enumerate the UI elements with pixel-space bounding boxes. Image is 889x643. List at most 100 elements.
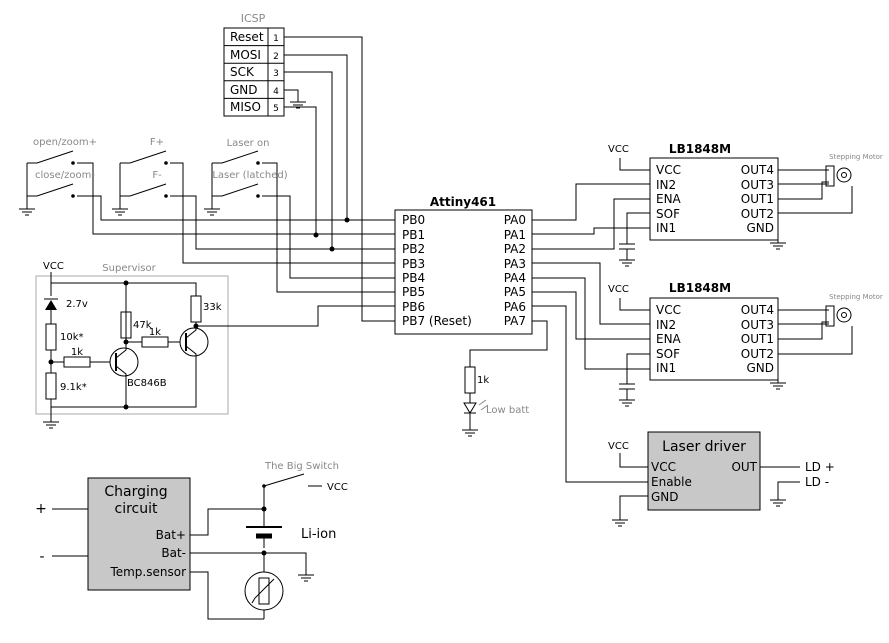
mcu-pin-pa7: PA7 — [504, 314, 526, 328]
supervisor-r-col2: 33k — [203, 302, 222, 313]
charging-title-2: circuit — [115, 501, 158, 517]
supervisor-zener: 2.7v — [66, 299, 88, 310]
switch-laser-on-label: Laser on — [227, 138, 270, 149]
switch-f-minus-label: F- — [152, 170, 162, 181]
mcu-pin-pb6: PB6 — [402, 300, 425, 314]
driver1-pin-sof: SOF — [656, 207, 680, 221]
driver2-pin-out4: OUT4 — [741, 303, 774, 317]
icsp-num-5: 5 — [273, 104, 279, 114]
laser-driver-box — [647, 431, 761, 511]
driver1-motor-label: Stepping Motor — [829, 153, 883, 161]
icsp-pin-miso: MISO — [230, 100, 261, 114]
switch-open-zoom-label: open/zoom+ — [33, 137, 97, 148]
icsp-num-3: 3 — [273, 69, 279, 79]
mcu-pin-pb0: PB0 — [402, 213, 425, 227]
driver2-motor-label: Stepping Motor — [829, 293, 883, 301]
laser-driver: Laser driver VCC Enable GND OUT VCC LD +… — [608, 431, 835, 527]
charging-circuit: Charging circuit Bat+ Bat- Temp.sensor +… — [35, 477, 191, 591]
charging-pin-batminus: Bat- — [161, 546, 186, 560]
driver1-pin-in2: IN2 — [656, 178, 676, 192]
driver1-pin-vcc: VCC — [656, 163, 681, 177]
led-resistor: 1k — [477, 375, 489, 386]
driver2-pin-gnd: GND — [746, 361, 774, 375]
driver1-name: LB1848M — [669, 142, 731, 156]
mcu-pin-pa2: PA2 — [504, 242, 526, 256]
laser-driver-pin-gnd: GND — [651, 490, 679, 504]
icsp-pin-mosi: MOSI — [230, 48, 261, 62]
supervisor-title: Supervisor — [102, 263, 156, 274]
big-switch-vcc: VCC — [327, 482, 348, 493]
switch-open-zoom: open/zoom+ — [26, 137, 392, 235]
motor-driver-1: LB1848M VCC VCC IN2 ENA SOF IN1 OUT4 OUT… — [608, 142, 883, 267]
switch-f-minus: F- — [111, 170, 392, 250]
mcu-pin-pb3: PB3 — [402, 257, 425, 271]
driver2-pin-out1: OUT1 — [741, 332, 774, 346]
switch-close-zoom-label: close/zoom- — [35, 170, 95, 181]
mcu-pin-pb5: PB5 — [402, 285, 425, 299]
mcu-right-wires — [469, 183, 650, 483]
charging-plus: + — [35, 501, 47, 517]
icsp-num-1: 1 — [273, 34, 279, 44]
big-switch-label: The Big Switch — [264, 461, 339, 472]
icsp-pin-reset: Reset — [230, 30, 264, 44]
driver2-pin-ena: ENA — [656, 332, 682, 346]
switch-f-plus: F+ — [119, 137, 392, 264]
mcu-pin-pa4: PA4 — [504, 271, 526, 285]
charging-box — [87, 477, 191, 591]
mcu-name: Attiny461 — [430, 195, 496, 209]
laser-driver-title: Laser driver — [662, 439, 746, 455]
charging-minus: - — [39, 549, 44, 565]
charging-title-1: Charging — [104, 484, 167, 500]
icsp-pin-sck: SCK — [230, 65, 255, 79]
driver1-pin-out2: OUT2 — [741, 207, 774, 221]
mcu-pin-pb4: PB4 — [402, 271, 425, 285]
mcu-pin-pa6: PA6 — [504, 300, 526, 314]
supervisor-circuit: Supervisor VCC 2.7v 10k* 9.1k* 1k BC846B… — [35, 261, 392, 429]
laser-driver-pin-vcc: VCC — [651, 460, 676, 474]
supervisor-r-base1: 1k — [71, 347, 83, 358]
driver1-pin-out1: OUT1 — [741, 192, 774, 206]
supervisor-r-col1: 47k — [133, 320, 152, 331]
driver1-pin-out3: OUT3 — [741, 178, 774, 192]
switch-laser-on: Laser on — [211, 138, 392, 293]
driver2-pin-vcc: VCC — [656, 303, 681, 317]
laser-driver-pin-out: OUT — [731, 460, 757, 474]
mcu-pin-pa3: PA3 — [504, 257, 526, 271]
supervisor-vcc: VCC — [43, 261, 64, 272]
laser-ld-plus: LD + — [805, 460, 835, 474]
supervisor-r-base2: 1k — [149, 327, 161, 338]
driver2-pin-out2: OUT2 — [741, 347, 774, 361]
low-batt-led: 1k Low batt — [461, 366, 529, 437]
charging-pin-batplus: Bat+ — [156, 528, 186, 542]
switch-laser-latched-label: Laser (latched) — [212, 170, 287, 181]
driver2-pin-in2: IN2 — [656, 318, 676, 332]
driver1-vcc-label: VCC — [608, 144, 629, 155]
icsp-title: ICSP — [241, 12, 266, 25]
laser-driver-pin-enable: Enable — [651, 475, 692, 489]
icsp-pin-gnd: GND — [230, 83, 258, 97]
driver2-pin-in1: IN1 — [656, 361, 676, 375]
driver2-pin-sof: SOF — [656, 347, 680, 361]
led-label: Low batt — [486, 405, 529, 416]
motor-driver-2: LB1848M VCC VCC IN2 ENA SOF IN1 OUT4 OUT… — [608, 281, 883, 407]
mcu-pin-pb2: PB2 — [402, 242, 425, 256]
driver2-vcc-label: VCC — [608, 284, 629, 295]
driver2-pin-out3: OUT3 — [741, 318, 774, 332]
switch-f-plus-label: F+ — [150, 137, 164, 148]
supervisor-r-bottom: 9.1k* — [60, 382, 87, 393]
mcu-attiny461: Attiny461 PB0 PB1 PB2 PB3 PB4 PB5 PB6 PB… — [392, 195, 533, 335]
switch-close-zoom: close/zoom- — [18, 170, 392, 221]
mcu-pin-pa0: PA0 — [504, 213, 526, 227]
battery-section: The Big Switch VCC Li-ion — [190, 461, 348, 620]
laser-driver-vcc: VCC — [608, 441, 629, 452]
driver1-pin-gnd: GND — [746, 221, 774, 235]
supervisor-transistor: BC846B — [127, 378, 167, 389]
driver2-name: LB1848M — [669, 281, 731, 295]
charging-pin-temp: Temp.sensor — [109, 565, 186, 579]
mcu-pin-pb1: PB1 — [402, 228, 425, 242]
supervisor-r-top: 10k* — [60, 332, 84, 343]
laser-ld-minus: LD - — [805, 475, 829, 489]
icsp-header: ICSP Reset MOSI SCK GND MISO 1 2 3 4 5 — [223, 12, 285, 117]
driver1-pin-in1: IN1 — [656, 221, 676, 235]
